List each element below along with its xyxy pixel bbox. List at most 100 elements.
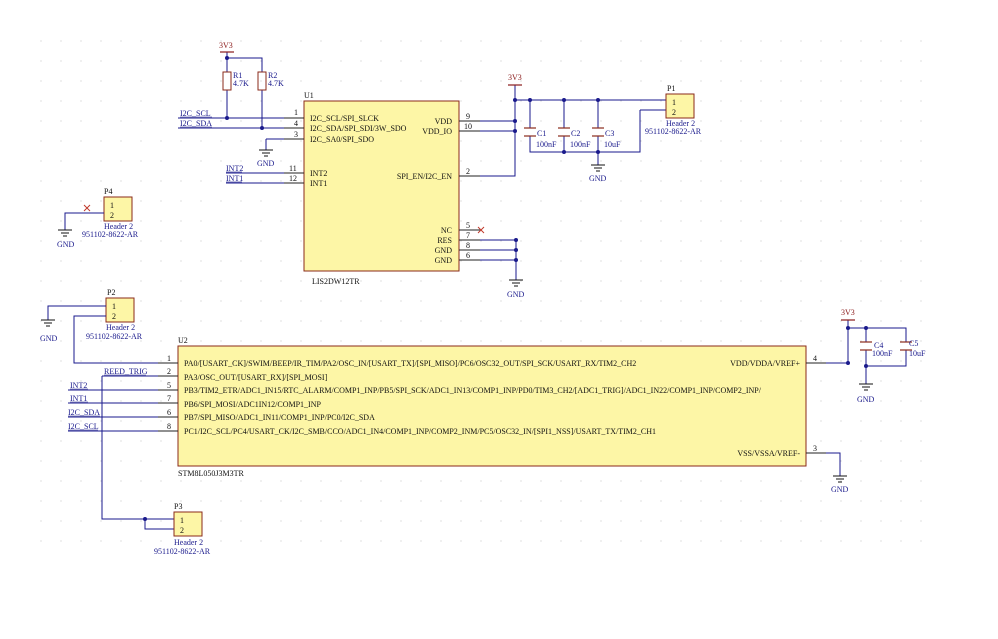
grid-area [40, 22, 930, 558]
r1-designator: R1 [233, 71, 242, 80]
u1-pin-num: 11 [289, 164, 297, 173]
net-label-int2: INT2 [226, 164, 243, 173]
c2-value: 100nF [570, 140, 591, 149]
gnd-symbol: GND [589, 164, 607, 183]
power-3v3-symbol: 3V3 [219, 41, 234, 53]
power-3v3-label: 3V3 [841, 308, 855, 317]
p2-body [105, 297, 135, 323]
p2-mpn: 951102-8622-AR [86, 332, 143, 341]
resistor-r2[interactable]: R2 4.7K [257, 71, 284, 91]
net-label-int1: INT1 [226, 174, 243, 183]
u2-pin-num: 4 [813, 354, 817, 363]
u2-pin-num: 1 [167, 354, 171, 363]
p1-designator: P1 [667, 84, 675, 93]
p3-pin1: 1 [180, 516, 184, 525]
u1-accelerometer[interactable]: U1 LIS2DW12TR 1 4 3 11 12 I2C_SCL/SPI_SL… [284, 91, 480, 286]
u2-pin-num: 3 [813, 444, 817, 453]
u2-pin-num: 2 [167, 367, 171, 376]
u2-pin-num: 6 [167, 408, 171, 417]
u1-pin-name: VDD [435, 117, 453, 126]
net-label-i2c-sda: I2C_SDA [180, 119, 212, 128]
junction-dots [225, 56, 600, 262]
u1-wiring [178, 52, 666, 280]
p1-body [665, 93, 695, 119]
c1-designator: C1 [537, 129, 546, 138]
net-label-i2c-scl: I2C_SCL [180, 109, 211, 118]
u1-pin-name: I2C_SA0/SPI_SDO [310, 135, 374, 144]
u2-pin-num: 5 [167, 381, 171, 390]
capacitor-c5[interactable]: C5 10uF [900, 339, 926, 358]
p2-pin2: 2 [112, 312, 116, 321]
p2-type: Header 2 [106, 323, 135, 332]
u1-pin-num: 3 [294, 130, 298, 139]
c3-designator: C3 [605, 129, 614, 138]
capacitor-c3[interactable]: C3 10uF [592, 127, 621, 149]
p3-pin2: 2 [180, 526, 184, 535]
u2-part-number: STM8L050J3M3TR [178, 469, 244, 478]
p4-mpn: 951102-8622-AR [82, 230, 139, 239]
gnd-symbol: GND [857, 383, 875, 404]
u1-pin-name: VDD_IO [422, 127, 452, 136]
net-label-int2: INT2 [70, 381, 87, 390]
power-3v3-label: 3V3 [219, 41, 233, 50]
u1-pin-name: INT2 [310, 169, 327, 178]
u2-pin-name: PC1/I2C_SCL/PC4/USART_CK/I2C_SMB/CCO/ADC… [184, 427, 656, 436]
u2-pin-name: PA3/OSC_OUT/[USART_RX]/[SPI_MOSI] [184, 373, 328, 382]
gnd-symbol: GND [507, 279, 525, 299]
u1-pin-num: 10 [464, 122, 472, 131]
u2-pin-name: VSS/VSSA/VREF- [737, 449, 800, 458]
u1-pin-num: 6 [466, 251, 470, 260]
u2-pin-name: PB7/SPI_MISO/ADC1_IN11/COMP1_INP/PC0/I2C… [184, 413, 375, 422]
c4-value: 100nF [872, 349, 893, 358]
r2-designator: R2 [268, 71, 277, 80]
p4-designator: P4 [104, 187, 112, 196]
gnd-label: GND [40, 334, 58, 343]
power-3v3-symbol: 3V3 [841, 308, 855, 321]
power-3v3-symbol: 3V3 [508, 73, 522, 86]
resistor-r1[interactable]: R1 4.7K [222, 71, 249, 91]
junction-dots-u2 [846, 326, 868, 368]
p3-designator: P3 [174, 502, 182, 511]
header-p1[interactable]: P1 1 2 Header 2 951102-8622-AR [645, 84, 702, 136]
u1-pin-num: 7 [466, 231, 470, 240]
c2-designator: C2 [571, 129, 580, 138]
p4-pin2: 2 [110, 211, 114, 220]
gnd-label: GND [831, 485, 849, 494]
u2-wiring [68, 320, 907, 530]
u1-pin-name: SPI_EN/I2C_EN [397, 172, 452, 181]
u1-pin-name: INT1 [310, 179, 327, 188]
u2-microcontroller[interactable]: U2 STM8L050J3M3TR 1 2 5 7 6 8 PA0/[USART… [158, 336, 826, 478]
u1-pin-name: NC [441, 226, 452, 235]
p1-type: Header 2 [666, 119, 695, 128]
u1-pin-name: RES [437, 236, 452, 245]
p1-pin1: 1 [672, 98, 676, 107]
u1-pin-num: 4 [294, 119, 298, 128]
header-p3[interactable]: P3 1 2 Header 2 951102-8622-AR [154, 502, 211, 556]
p3-mpn: 951102-8622-AR [154, 547, 211, 556]
capacitor-c2[interactable]: C2 100nF [558, 127, 591, 149]
r1-value: 4.7K [233, 79, 249, 88]
header-p2[interactable]: P2 1 2 Header 2 951102-8622-AR GND [40, 288, 158, 364]
u2-pin-name: PA0/[USART_CK]/SWIM/BEEP/IR_TIM/PA2/OSC_… [184, 359, 636, 368]
c5-designator: C5 [909, 339, 918, 348]
c4-designator: C4 [874, 341, 883, 350]
u2-pin-name: VDD/VDDA/VREF+ [730, 359, 800, 368]
gnd-symbol: GND [257, 149, 275, 168]
r2-value: 4.7K [268, 79, 284, 88]
u1-pin-name: GND [435, 256, 453, 265]
u2-pin-name: PB3/TIM2_ETR/ADC1_IN15/RTC_ALARM/COMP1_I… [184, 386, 762, 395]
u1-pin-num: 5 [466, 221, 470, 230]
u1-pin-name: GND [435, 246, 453, 255]
net-label-i2c-sda: I2C_SDA [68, 408, 100, 417]
capacitor-c1[interactable]: C1 100nF [524, 127, 557, 149]
u1-part-number: LIS2DW12TR [312, 277, 360, 286]
net-label-int1: INT1 [70, 394, 87, 403]
p2-designator: P2 [107, 288, 115, 297]
capacitor-c4[interactable]: C4 100nF [860, 341, 893, 358]
gnd-label: GND [857, 395, 875, 404]
gnd-label: GND [589, 174, 607, 183]
header-p4[interactable]: P4 1 2 Header 2 951102-8622-AR GND [57, 187, 139, 249]
c5-value: 10uF [909, 349, 926, 358]
